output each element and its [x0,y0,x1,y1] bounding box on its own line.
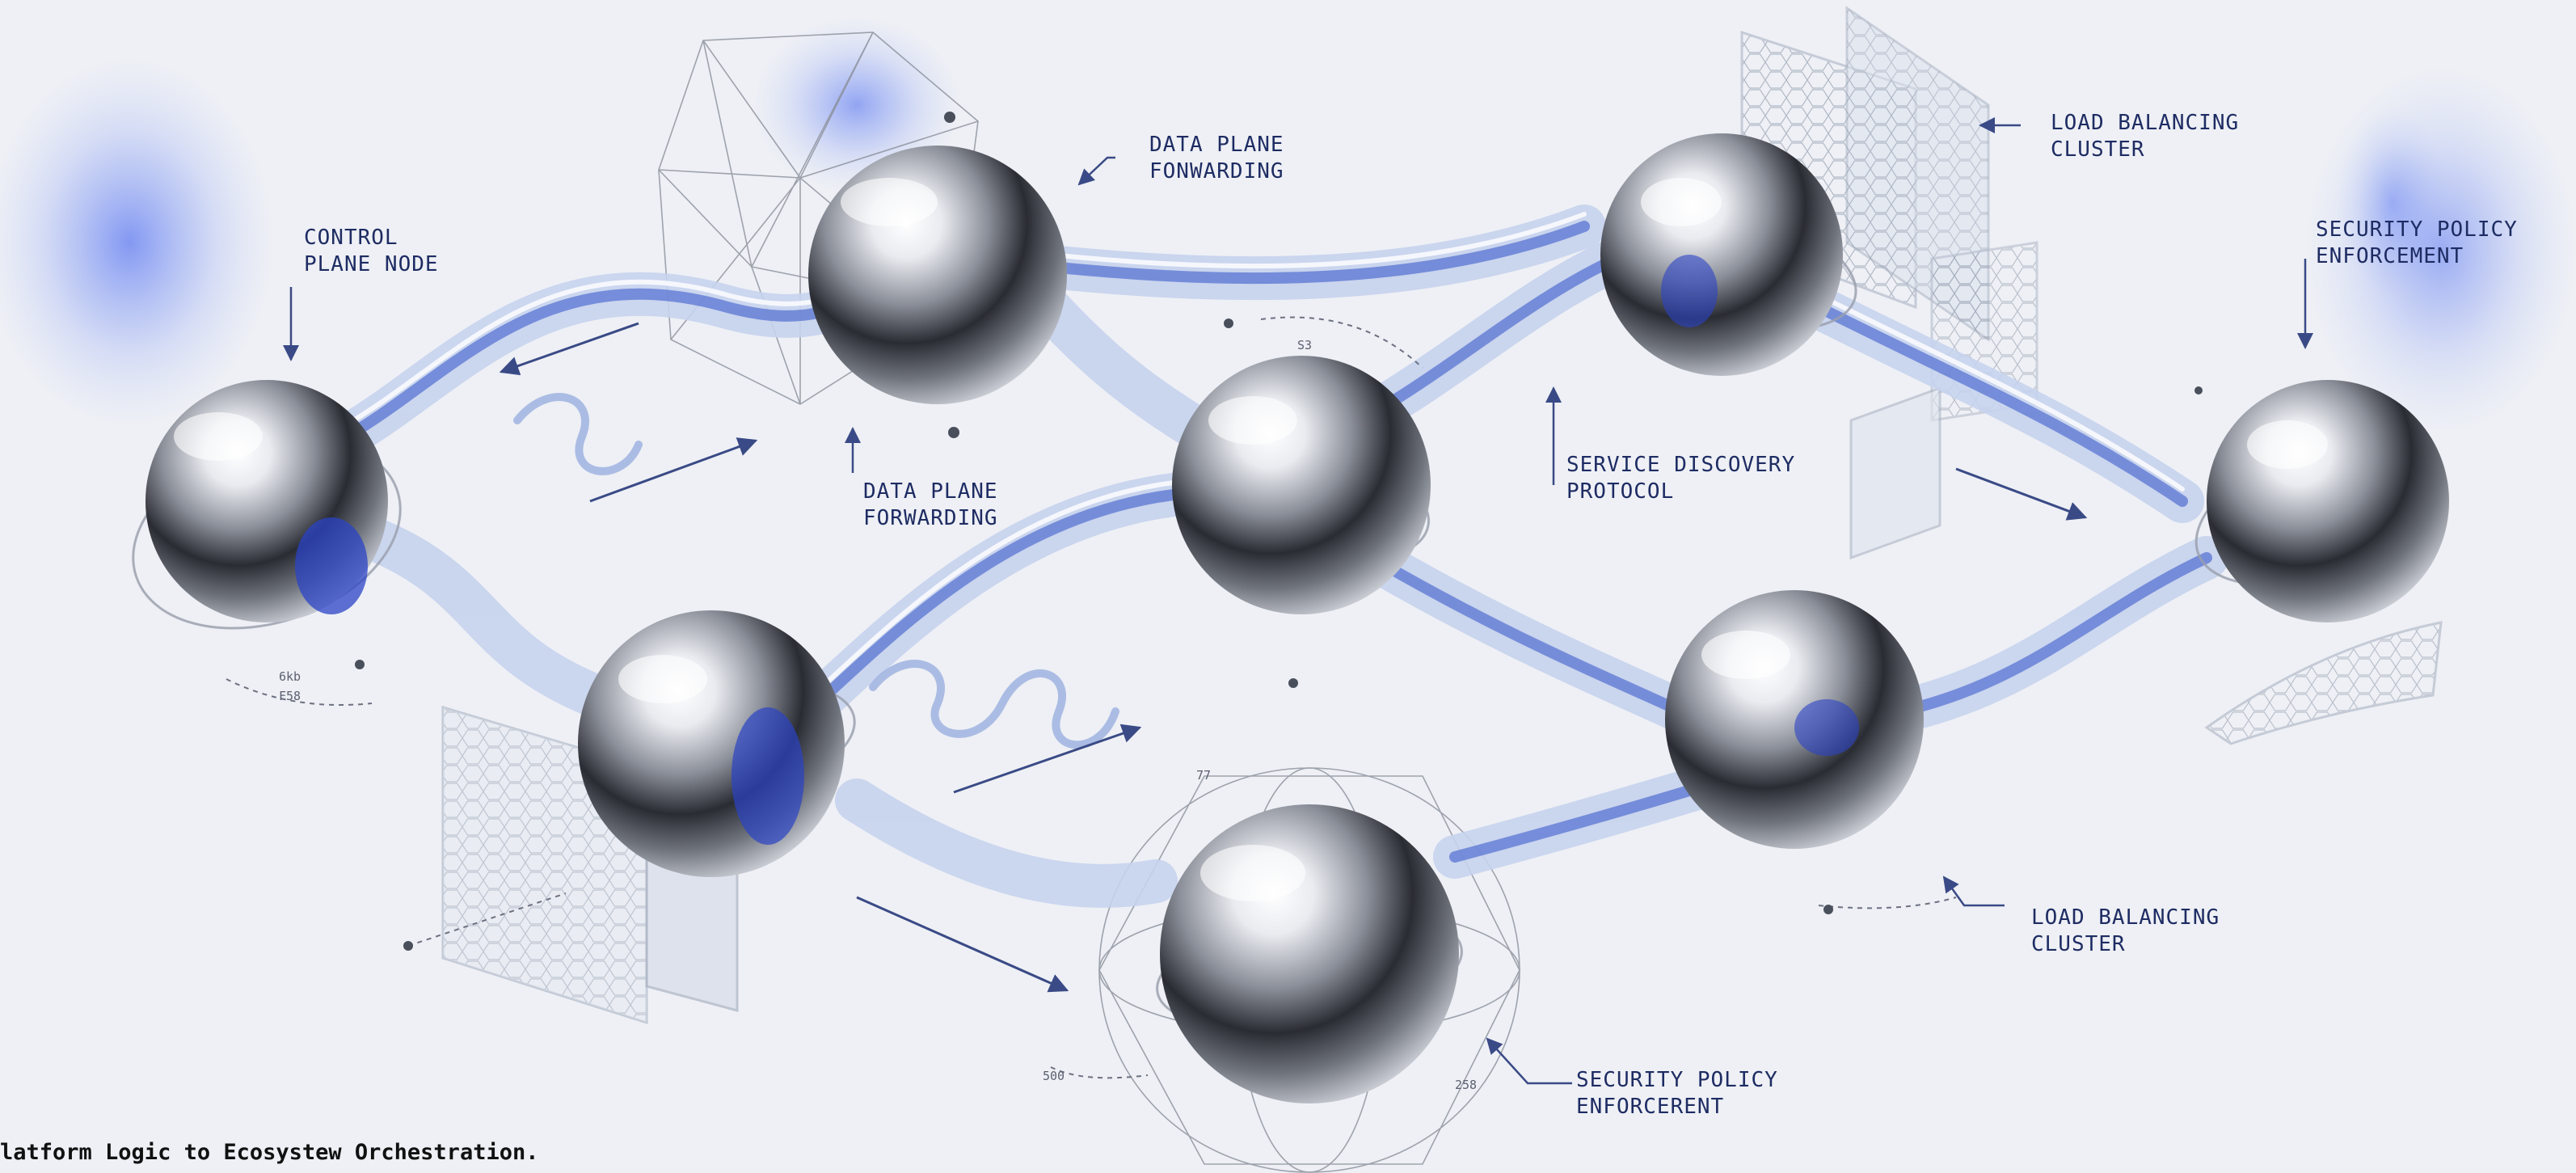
label-security-policy-enforcement-bottom: SECURITY POLICY ENFORCERENT [1576,1067,1778,1120]
annotation-bottom-c: 77 [1196,768,1211,783]
annotation-top-a: S3 [1297,338,1312,352]
node-data-plane-left [578,610,845,877]
annotation-bottom-a: 500 [1043,1069,1065,1083]
node-security-bottom [1160,804,1459,1103]
annotation-left-a: 6kb [279,669,301,684]
annotation-bottom-b: 258 [1455,1078,1477,1092]
label-security-policy-enforcement-top: SECURITY POLICY ENFORCEMENT [2316,217,2518,270]
label-load-balancing-cluster-top: LOAD BALANCING CLUSTER [2051,110,2239,163]
label-service-discovery-protocol: SERVICE DISCOVERY PROTOCOL [1566,452,1795,505]
label-data-plane-forwarding-top: DATA PLANE FONWARDING [1149,132,1284,185]
label-control-plane-node: CONTROL PLANE NODE [304,225,439,278]
node-load-balancing-top [1600,133,1843,376]
node-security-top [2207,380,2449,622]
node-service-discovery [1172,356,1431,614]
diagram-caption: latform Logic to Ecosystew Orchestration… [0,1140,538,1165]
label-load-balancing-cluster-bottom: LOAD BALANCING CLUSTER [2031,905,2220,958]
node-control-plane [145,380,388,622]
node-load-balancing-bottom [1665,590,1924,849]
annotation-left-b: F58 [279,689,301,703]
label-data-plane-forwarding-mid: DATA PLANE FORWARDING [863,479,998,532]
node-data-plane-top [808,146,1067,404]
